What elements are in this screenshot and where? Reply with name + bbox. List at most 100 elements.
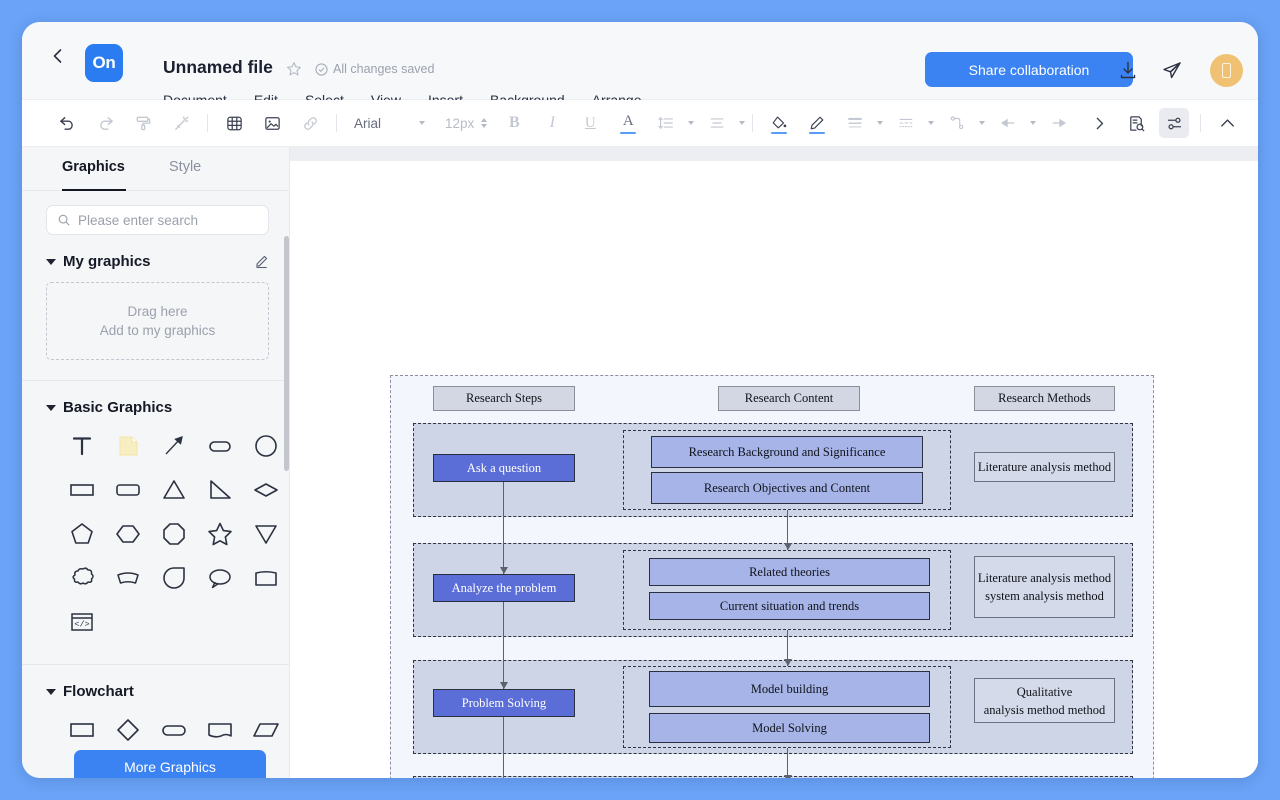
content-box-2a[interactable]: Related theories bbox=[649, 558, 930, 586]
undo-icon[interactable] bbox=[52, 108, 82, 138]
line-style-icon[interactable] bbox=[891, 108, 921, 138]
canvas-sheet[interactable]: Research Steps Research Content Research… bbox=[290, 161, 1258, 778]
pen-icon[interactable] bbox=[802, 108, 832, 138]
process-shape[interactable] bbox=[60, 708, 104, 752]
triangle-shape[interactable] bbox=[152, 468, 196, 512]
more-graphics-button[interactable]: More Graphics bbox=[74, 750, 266, 778]
triangle-down-icon[interactable] bbox=[46, 259, 56, 265]
data-shape[interactable] bbox=[244, 708, 288, 752]
magic-wand-icon[interactable] bbox=[166, 108, 196, 138]
tab-style[interactable]: Style bbox=[169, 147, 276, 190]
search-box[interactable] bbox=[46, 205, 269, 235]
step-box-2[interactable]: Analyze the problem bbox=[433, 574, 575, 602]
teardrop-shape[interactable] bbox=[152, 556, 196, 600]
content-box-1b[interactable]: Research Objectives and Content bbox=[651, 472, 923, 504]
redo-icon[interactable] bbox=[90, 108, 120, 138]
pencil-icon[interactable] bbox=[254, 254, 269, 269]
avatar[interactable] bbox=[1210, 54, 1243, 87]
rounded-rect-shape[interactable] bbox=[198, 424, 242, 468]
italic-button[interactable]: I bbox=[537, 108, 567, 138]
sidebar-scrollbar[interactable] bbox=[284, 236, 289, 471]
connector-icon[interactable] bbox=[942, 108, 972, 138]
search-input[interactable] bbox=[78, 213, 258, 228]
bold-button[interactable]: B bbox=[499, 108, 529, 138]
triangle-down-icon[interactable] bbox=[46, 405, 56, 411]
sidebar-divider bbox=[22, 380, 289, 381]
font-color-button[interactable]: A bbox=[613, 108, 643, 138]
circle-shape[interactable] bbox=[244, 424, 288, 468]
connector-caret-icon[interactable] bbox=[979, 121, 985, 125]
code-shape[interactable]: </> bbox=[60, 600, 104, 644]
triangle-down-icon[interactable] bbox=[46, 689, 56, 695]
content-box-1a[interactable]: Research Background and Significance bbox=[651, 436, 923, 468]
align-caret-icon[interactable] bbox=[739, 121, 745, 125]
share-collaboration-button[interactable]: Share collaboration bbox=[925, 52, 1133, 87]
chevron-up-icon[interactable] bbox=[1212, 108, 1242, 138]
column-header-research-methods[interactable]: Research Methods bbox=[974, 386, 1115, 411]
image-icon[interactable] bbox=[257, 108, 287, 138]
star-shape[interactable] bbox=[198, 512, 242, 556]
underline-button[interactable]: U bbox=[575, 108, 605, 138]
line-height-icon[interactable] bbox=[651, 108, 681, 138]
banner-shape[interactable] bbox=[106, 556, 150, 600]
note-shape[interactable] bbox=[106, 424, 150, 468]
align-icon[interactable] bbox=[702, 108, 732, 138]
chevron-left-icon[interactable] bbox=[48, 46, 68, 66]
content-box-3a[interactable]: Model building bbox=[649, 671, 930, 707]
method-box-2[interactable]: Literature analysis method system analys… bbox=[974, 556, 1115, 618]
font-size-stepper[interactable] bbox=[481, 118, 487, 128]
line-style-caret-icon[interactable] bbox=[928, 121, 934, 125]
my-graphics-dropzone[interactable]: Drag here Add to my graphics bbox=[46, 282, 269, 360]
step-box-3[interactable]: Problem Solving bbox=[433, 689, 575, 717]
terminator-shape[interactable] bbox=[152, 708, 196, 752]
save-status: All changes saved bbox=[315, 62, 434, 76]
canvas-area[interactable]: Research Steps Research Content Research… bbox=[290, 147, 1258, 778]
fill-bucket-icon[interactable] bbox=[764, 108, 794, 138]
step-box-1[interactable]: Ask a question bbox=[433, 454, 575, 482]
card-shape[interactable] bbox=[244, 556, 288, 600]
font-size-input[interactable]: 12px bbox=[445, 116, 474, 131]
flowchart-diagram[interactable]: Research Steps Research Content Research… bbox=[390, 375, 1154, 778]
format-painter-icon[interactable] bbox=[128, 108, 158, 138]
page-title[interactable]: Unnamed file bbox=[163, 57, 273, 78]
method-box-1[interactable]: Literature analysis method bbox=[974, 452, 1115, 482]
document-search-icon[interactable] bbox=[1121, 108, 1151, 138]
chevron-right-icon[interactable] bbox=[1084, 108, 1114, 138]
hexagon-shape[interactable] bbox=[106, 512, 150, 556]
document-shape[interactable] bbox=[198, 708, 242, 752]
font-family-select[interactable]: Arial bbox=[354, 116, 416, 131]
arrow-shape[interactable] bbox=[152, 424, 196, 468]
line-weight-caret-icon[interactable] bbox=[877, 121, 883, 125]
cone-shape[interactable] bbox=[244, 512, 288, 556]
sliders-icon[interactable] bbox=[1159, 108, 1189, 138]
column-header-research-steps[interactable]: Research Steps bbox=[433, 386, 575, 411]
octagon-shape[interactable] bbox=[152, 512, 196, 556]
app-logo[interactable]: On bbox=[85, 44, 123, 82]
table-icon[interactable] bbox=[219, 108, 249, 138]
download-icon[interactable] bbox=[1117, 59, 1139, 81]
decision-shape[interactable] bbox=[106, 708, 150, 752]
diamond-shape[interactable] bbox=[244, 468, 288, 512]
column-header-research-content[interactable]: Research Content bbox=[718, 386, 860, 411]
rectangle-shape[interactable] bbox=[60, 468, 104, 512]
rounded-rectangle-shape[interactable] bbox=[106, 468, 150, 512]
chevron-down-icon[interactable] bbox=[419, 121, 425, 125]
arrow-start-icon[interactable] bbox=[993, 108, 1023, 138]
row-band-4[interactable] bbox=[413, 776, 1133, 778]
content-box-2b[interactable]: Current situation and trends bbox=[649, 592, 930, 620]
text-shape[interactable] bbox=[60, 424, 104, 468]
link-icon[interactable] bbox=[295, 108, 325, 138]
line-height-caret-icon[interactable] bbox=[688, 121, 694, 125]
right-triangle-shape[interactable] bbox=[198, 468, 242, 512]
line-weight-icon[interactable] bbox=[840, 108, 870, 138]
arrow-end-icon[interactable] bbox=[1044, 108, 1074, 138]
arrow-start-caret-icon[interactable] bbox=[1030, 121, 1036, 125]
tab-graphics[interactable]: Graphics bbox=[62, 147, 169, 190]
speech-bubble-shape[interactable] bbox=[198, 556, 242, 600]
cloud-shape[interactable] bbox=[60, 556, 104, 600]
send-icon[interactable] bbox=[1161, 59, 1183, 81]
content-box-3b[interactable]: Model Solving bbox=[649, 713, 930, 743]
method-box-3[interactable]: Qualitative analysis method method bbox=[974, 678, 1115, 723]
pentagon-shape[interactable] bbox=[60, 512, 104, 556]
star-icon[interactable] bbox=[286, 61, 302, 77]
